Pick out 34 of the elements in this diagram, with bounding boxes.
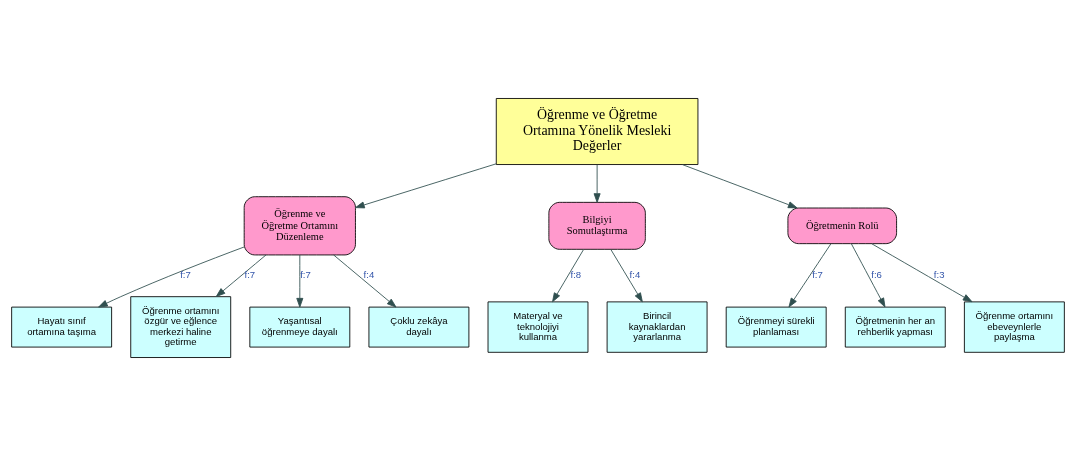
node-box: Birincil kaynaklardan yararlanma xyxy=(606,301,708,353)
edge-label: f:8 xyxy=(570,269,582,281)
arrow xyxy=(850,243,886,308)
arrow xyxy=(682,164,798,209)
arrow xyxy=(593,164,601,203)
node-box: Öğrenmeyi sürekli planlaması xyxy=(725,306,827,348)
edge-label: f:7 xyxy=(300,269,311,281)
arrow xyxy=(788,243,832,308)
node-box: Yaşantısal öğrenmeye dayalı xyxy=(249,306,351,348)
edge-label: f:7 xyxy=(180,269,191,281)
edge-label: f:4 xyxy=(363,269,375,281)
arrow xyxy=(215,254,267,297)
node-box: Hayatı sınıf ortamına taşıma xyxy=(11,306,113,348)
arrow xyxy=(552,249,584,303)
arrow xyxy=(333,254,397,308)
node-box: Öğrenme ve Öğretme Ortamını Düzenleme xyxy=(243,196,356,256)
edge-label: f:7 xyxy=(812,269,823,281)
arrow xyxy=(296,254,304,308)
arrow xyxy=(871,243,973,303)
node-box: Materyal ve teknolojiyi kullanma xyxy=(487,301,589,353)
node-box: Öğretmenin her an rehberlik yapması xyxy=(844,306,946,348)
node-box: Öğrenme ortamını özgür ve eğlence merkezi haline getirme xyxy=(130,296,232,358)
node-box: Çoklu zekâya dayalı xyxy=(368,306,470,348)
arrow xyxy=(610,249,643,303)
edge-label: f:6 xyxy=(871,269,882,281)
node-box: Bilgiyi Somutlaştırma xyxy=(548,201,646,250)
edge-label: f:4 xyxy=(629,269,641,281)
node-box: Öğretmenin Rolü xyxy=(787,207,897,245)
node-box: Öğrenme ortamını ebeveynlerle paylaşma xyxy=(963,301,1065,353)
arrow xyxy=(355,163,497,209)
node-box: Öğrenme ve Öğretme Ortamına Yönelik Mesleki Değerler xyxy=(495,98,699,165)
edge-label: f:3 xyxy=(933,269,945,281)
arrow xyxy=(98,246,245,308)
edge-label: f:7 xyxy=(244,269,256,281)
